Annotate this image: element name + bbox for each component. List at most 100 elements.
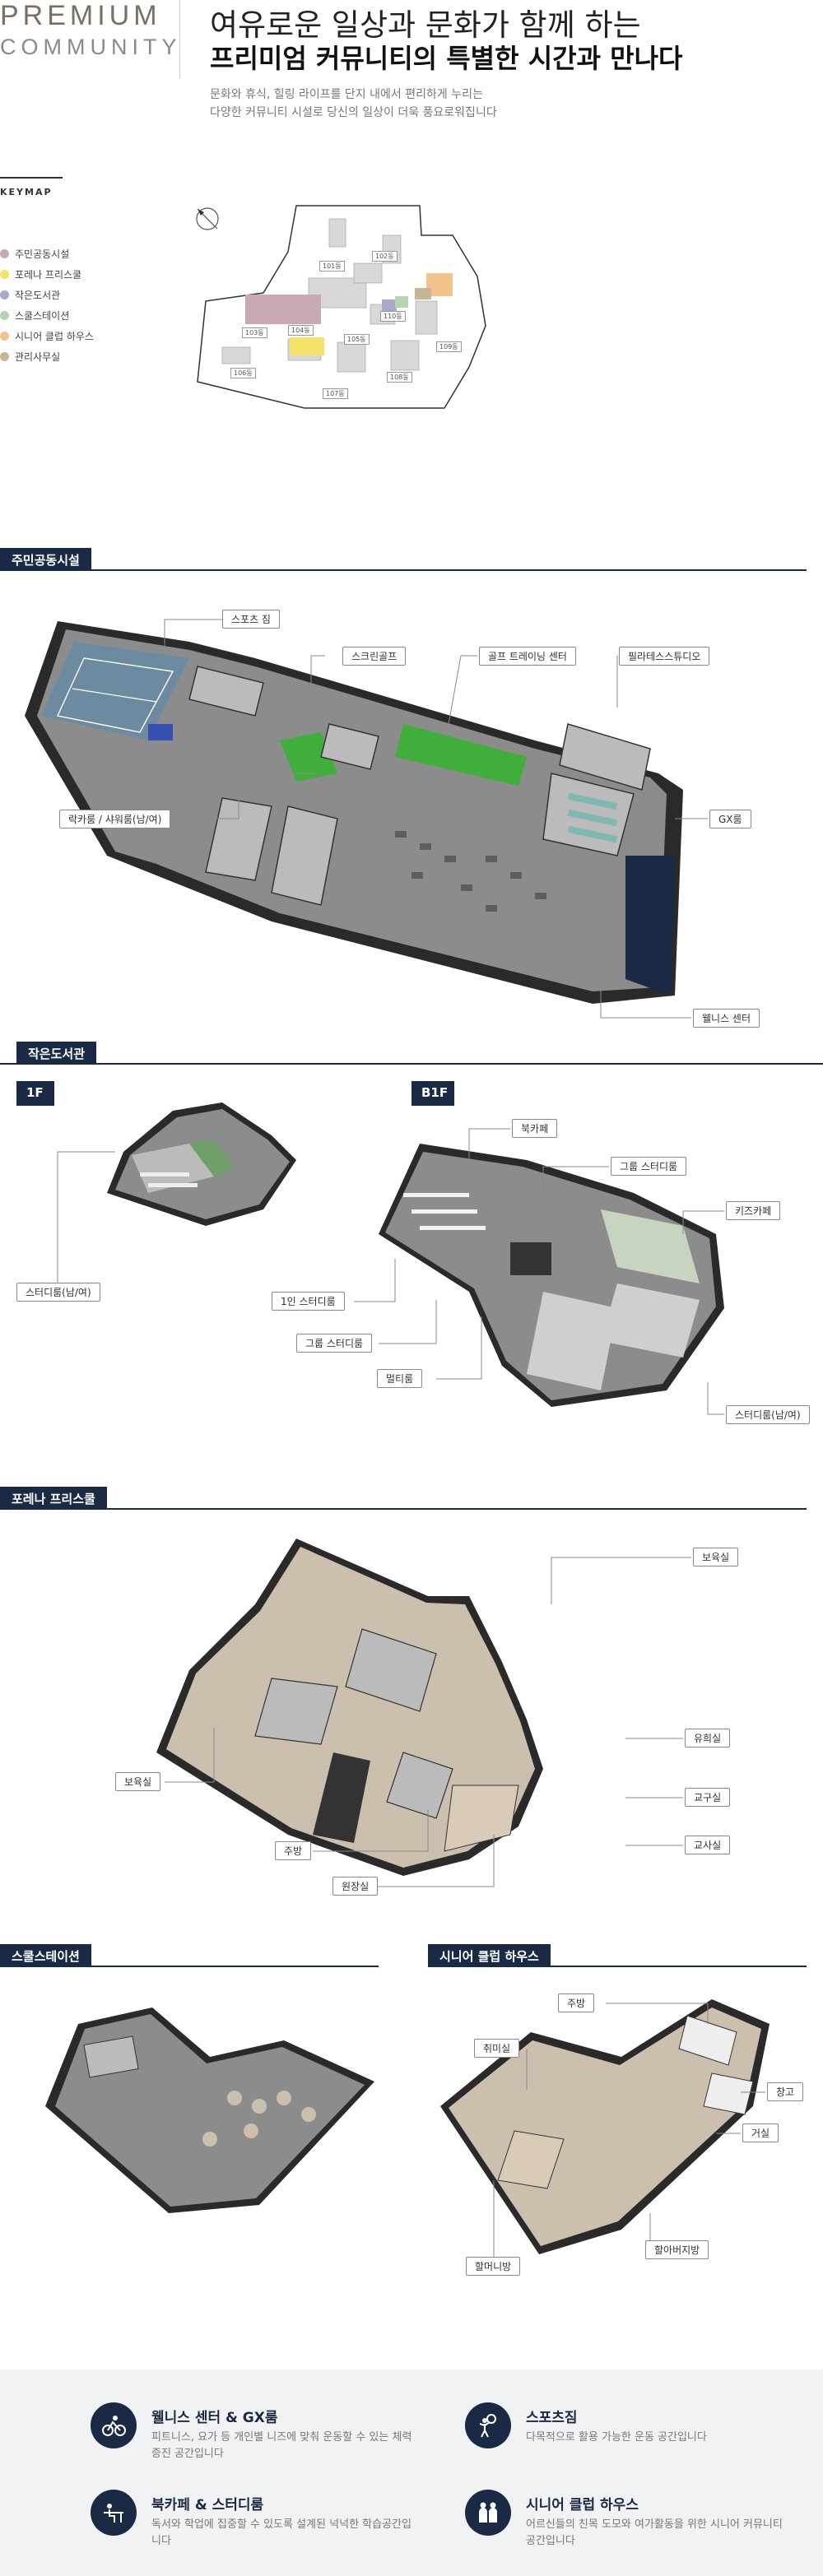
section-title: 스쿨스테이션 — [0, 1944, 91, 1967]
callout-sports-gym: 스포츠 짐 — [222, 610, 280, 629]
callout-director-room: 원장실 — [332, 1877, 379, 1896]
page-title-light: 여유로운 일상과 문화가 함께 하는 — [210, 7, 641, 43]
legend-label: 스쿨스테이션 — [15, 310, 70, 322]
page-description: 문화와 휴식, 힐링 라이프를 단지 내에서 편리하게 누리는 다양한 커뮤니티… — [210, 86, 497, 122]
section-bar-preschool: 포레나 프리스쿨 — [0, 1487, 807, 1510]
section-underline — [0, 569, 807, 571]
library-1f-floorplan — [107, 1102, 296, 1226]
feature-senior-club: 시니어 클럽 하우스 어르신들의 친목 도모와 여가활동을 위한 시니어 커뮤니… — [465, 2490, 789, 2550]
ball-icon — [465, 2402, 511, 2448]
callout-study-room-b1f: 스터디룸(남/여) — [726, 1405, 810, 1424]
callout-grandfather-room: 할아버지방 — [645, 2240, 709, 2259]
feature-title: 웰니스 센터 & GX룸 — [151, 2410, 278, 2426]
feature-desc: 독서와 학업에 집중할 수 있도록 설계된 넉넉한 학습공간입니다 — [151, 2518, 412, 2547]
building-label: 109동 — [436, 341, 462, 352]
feature-title: 스포츠짐 — [526, 2410, 578, 2426]
residents-leaders — [164, 619, 708, 1019]
legend-dot — [0, 249, 9, 258]
building-label: 106동 — [230, 368, 256, 378]
description-line-2: 다양한 커뮤니티 시설로 당신의 일상이 더욱 풍요로워집니다 — [210, 106, 497, 119]
callout-grandmother-room: 할머니방 — [466, 2257, 521, 2276]
building-label: 103동 — [242, 327, 267, 338]
brand-community: COMMUNITY — [0, 35, 182, 59]
section-underline — [0, 1063, 823, 1065]
section-bar-school-station: 스쿨스테이션 — [0, 1944, 379, 1967]
header-divider — [179, 0, 180, 79]
callout-storage: 창고 — [767, 2082, 804, 2101]
section-underline — [428, 1966, 807, 1967]
residents-floorplan — [25, 621, 683, 1004]
callout-playroom: 유희실 — [685, 1729, 731, 1748]
legend-dot — [0, 270, 9, 279]
feature-text: 북카페 & 스터디룸 독서와 학업에 집중할 수 있도록 설계된 넉넉한 학습공… — [151, 2490, 415, 2550]
callout-living-room: 거실 — [742, 2123, 779, 2142]
legend-label: 관리사무실 — [15, 351, 61, 363]
library-b1f-floorplan — [379, 1144, 724, 1407]
section-underline — [0, 1966, 379, 1967]
school-station-floorplan — [45, 2007, 374, 2213]
preschool-floorplan — [156, 1539, 543, 1876]
feature-text: 시니어 클럽 하우스 어르신들의 친목 도모와 여가활동을 위한 시니어 커뮤니… — [526, 2490, 789, 2550]
bicycle-icon — [91, 2402, 137, 2448]
keymap-legend: 주민공동시설 포레나 프리스쿨 작은도서관 스쿨스테이션 시니어 클럽 하우스 … — [0, 244, 94, 367]
callout-childcare-2: 보육실 — [115, 1772, 161, 1791]
callout-kids-cafe: 키즈카페 — [726, 1201, 781, 1220]
building-label: 104동 — [288, 325, 314, 336]
seniors-icon — [465, 2490, 511, 2536]
floor-tab-b1f: B1F — [412, 1081, 454, 1106]
callout-gx-room: GX룸 — [709, 810, 751, 828]
legend-item: 주민공동시설 — [0, 244, 94, 264]
building-label: 108동 — [387, 372, 412, 383]
desk-icon — [91, 2490, 137, 2536]
building-label: 110동 — [380, 311, 406, 322]
building-label: 105동 — [344, 334, 370, 345]
site-map — [197, 205, 486, 409]
legend-label: 포레나 프리스쿨 — [15, 269, 82, 281]
legend-dot — [0, 290, 9, 299]
feature-desc: 다목적으로 활용 가능한 운동 공간입니다 — [526, 2431, 707, 2444]
section-title: 시니어 클럽 하우스 — [428, 1944, 551, 1967]
callout-screen-golf: 스크린골프 — [342, 647, 407, 666]
feature-title: 시니어 클럽 하우스 — [526, 2497, 639, 2513]
callout-locker-room: 락카룸 / 샤워룸(남/여) — [59, 810, 171, 828]
section-bar-library: 작은도서관 — [0, 1042, 823, 1065]
legend-item: 스쿨스테이션 — [0, 305, 94, 326]
section-bar-senior: 시니어 클럽 하우스 — [428, 1944, 807, 1967]
building-label: 107동 — [323, 388, 348, 399]
page-title: 프리미엄 커뮤니티의 특별한 시간과 만나다 — [210, 43, 683, 74]
feature-sports-gym: 스포츠짐 다목적으로 활용 가능한 운동 공간입니다 — [465, 2402, 789, 2448]
section-underline — [0, 1508, 807, 1510]
section-bar-residents: 주민공동시설 — [0, 548, 807, 571]
preschool-leaders — [165, 1557, 691, 1887]
callout-wellness-center: 웰니스 센터 — [693, 1009, 760, 1028]
callout-hobby-room: 취미실 — [474, 2039, 520, 2058]
callout-kitchen: 주방 — [275, 1841, 312, 1860]
callout-group-study-1: 그룹 스터디룸 — [611, 1157, 687, 1176]
callout-book-cafe: 북카페 — [512, 1119, 558, 1138]
callout-teachers-room: 교사실 — [685, 1836, 731, 1854]
feature-book-cafe: 북카페 & 스터디룸 독서와 학업에 집중할 수 있도록 설계된 넉넉한 학습공… — [91, 2490, 415, 2550]
callout-single-study: 1인 스터디룸 — [272, 1292, 345, 1311]
callout-group-study-2: 그룹 스터디룸 — [296, 1334, 373, 1353]
legend-label: 주민공동시설 — [15, 248, 70, 260]
building-label: 101동 — [319, 261, 345, 272]
brand-premium: PREMIUM — [0, 0, 161, 31]
library-b1f-leaders — [354, 1128, 724, 1415]
section-title: 주민공동시설 — [0, 548, 91, 571]
senior-leaders — [493, 2003, 765, 2267]
description-line-1: 문화와 휴식, 힐링 라이프를 단지 내에서 편리하게 누리는 — [210, 88, 483, 101]
callout-multi-room: 멀티룸 — [377, 1369, 423, 1388]
feature-desc: 피트니스, 요가 등 개인별 니즈에 맞춰 운동할 수 있는 체력증진 공간입니… — [151, 2431, 412, 2460]
legend-dot — [0, 332, 9, 341]
feature-wellness: 웰니스 센터 & GX룸 피트니스, 요가 등 개인별 니즈에 맞춰 운동할 수… — [91, 2402, 415, 2462]
callout-golf-training: 골프 트레이닝 센터 — [479, 647, 576, 666]
callout-childcare-1: 보육실 — [693, 1548, 739, 1566]
section-title: 작은도서관 — [16, 1042, 97, 1065]
keymap-title: KEYMAP — [0, 177, 63, 197]
section-title: 포레나 프리스쿨 — [0, 1487, 107, 1510]
feature-desc: 어르신들의 친목 도모와 여가활동을 위한 시니어 커뮤니티 공간입니다 — [526, 2518, 783, 2547]
legend-dot — [0, 311, 9, 320]
legend-item: 시니어 클럽 하우스 — [0, 326, 94, 346]
compass-icon — [196, 207, 219, 230]
floor-tab-1f: 1F — [16, 1081, 54, 1106]
